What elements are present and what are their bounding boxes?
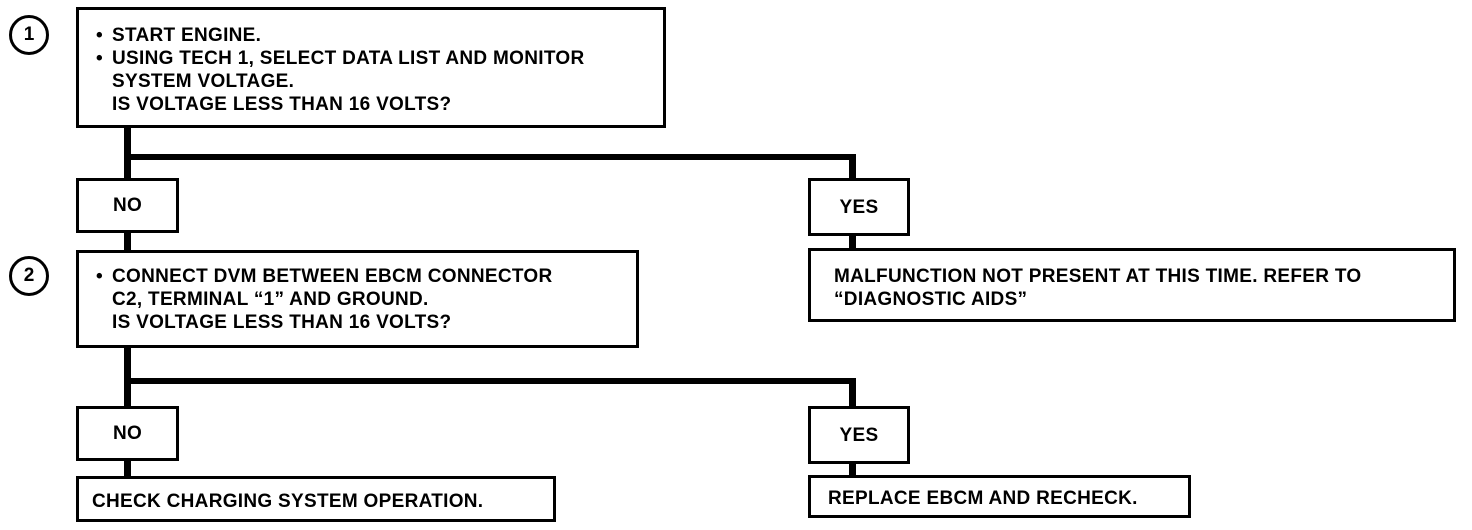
step-2-number-text: 2 — [23, 265, 35, 286]
step-1-yes-label: YES — [839, 196, 879, 218]
step-1-yes-result-line-2: “DIAGNOSTIC AIDS” — [834, 289, 1028, 310]
step-1-no-label: NO — [112, 195, 143, 216]
step-2-yes-box: YES — [808, 406, 910, 464]
step-1-number-text: 1 — [23, 24, 35, 45]
step-1-line-1-text: START ENGINE. — [112, 25, 262, 46]
step-2-box: • CONNECT DVM BETWEEN EBCM CONNECTOR C2, … — [76, 250, 639, 348]
step-1-line-2: • USING TECH 1, SELECT DATA LIST AND MONI… — [96, 47, 663, 70]
step-2-down-connector — [124, 348, 131, 406]
step-2-yes-to-result-connector — [849, 464, 856, 477]
step-1-no-box: NO — [76, 178, 179, 233]
step-1-no-to-step-2-connector — [124, 233, 131, 253]
step-2-no-box: NO — [76, 406, 179, 461]
bullet: • — [96, 266, 103, 287]
step-2-yes-label: YES — [839, 424, 879, 446]
step-2-line-3: IS VOLTAGE LESS THAN 16 VOLTS? — [112, 312, 452, 333]
step-1-number: 1 — [9, 15, 49, 55]
step-2-line-1: • CONNECT DVM BETWEEN EBCM CONNECTOR — [96, 265, 636, 288]
step-1-yes-connector — [849, 154, 856, 178]
step-2-yes-connector — [849, 378, 856, 406]
step-1-branch-connector — [124, 154, 856, 160]
step-1-yes-to-result-connector — [849, 236, 856, 250]
step-2-no-to-result-connector — [124, 461, 131, 478]
step-2-no-label: NO — [112, 423, 143, 444]
bullet: • — [96, 25, 103, 46]
step-1-line-3: SYSTEM VOLTAGE. — [112, 71, 295, 92]
step-1-yes-box: YES — [808, 178, 910, 236]
step-2-yes-result-box: REPLACE EBCM AND RECHECK. — [808, 475, 1191, 518]
step-1-line-2-text: USING TECH 1, SELECT DATA LIST AND MONIT… — [112, 48, 585, 69]
step-2-line-1-text: CONNECT DVM BETWEEN EBCM CONNECTOR — [112, 266, 553, 287]
step-2-no-result-box: CHECK CHARGING SYSTEM OPERATION. — [76, 476, 556, 522]
step-1-line-4: IS VOLTAGE LESS THAN 16 VOLTS? — [112, 94, 452, 115]
step-1-line-1: • START ENGINE. — [96, 24, 663, 47]
step-2-no-result-text: CHECK CHARGING SYSTEM OPERATION. — [92, 491, 484, 512]
step-2-line-2: C2, TERMINAL “1” AND GROUND. — [112, 289, 429, 310]
step-1-yes-result-box: MALFUNCTION NOT PRESENT AT THIS TIME. RE… — [808, 248, 1456, 322]
step-1-box: • START ENGINE. • USING TECH 1, SELECT DAT… — [76, 7, 666, 128]
step-1-yes-result-line-1: MALFUNCTION NOT PRESENT AT THIS TIME. RE… — [834, 266, 1362, 287]
step-2-number: 2 — [9, 256, 49, 296]
step-2-branch-connector — [124, 378, 856, 384]
step-2-yes-result-text: REPLACE EBCM AND RECHECK. — [828, 488, 1138, 509]
step-1-down-connector — [124, 128, 131, 178]
bullet: • — [96, 48, 103, 69]
